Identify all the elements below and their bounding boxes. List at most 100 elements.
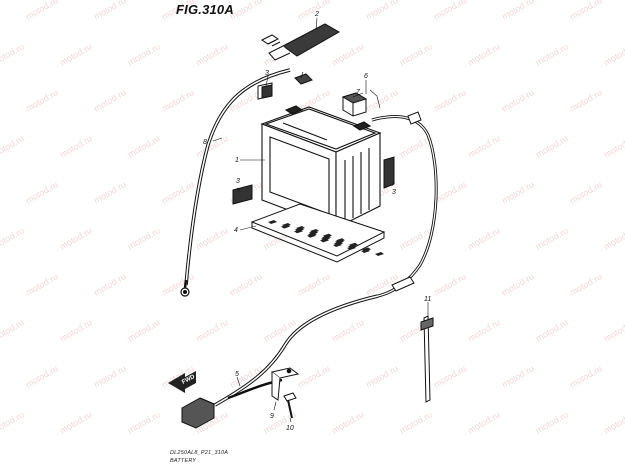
- watermark-text: motod.ru: [398, 409, 434, 435]
- watermark-text: motod.ru: [58, 225, 94, 251]
- callout-3-right: 3: [392, 189, 396, 196]
- callout-7: 7: [356, 89, 361, 96]
- watermark-text: motod.ru: [160, 271, 196, 297]
- watermark-text: motod.ru: [262, 317, 298, 343]
- cushion-left-lower[interactable]: [232, 184, 253, 205]
- watermark-text: motod.ru: [296, 363, 332, 389]
- tray-hole: [336, 238, 345, 243]
- tray-hole: [349, 242, 358, 247]
- callout-9: 9: [270, 413, 274, 420]
- watermark-text: motod.ru: [432, 0, 468, 22]
- callout-10: 10: [286, 425, 294, 432]
- watermark-text: motod.ru: [0, 41, 26, 67]
- watermark-text: motod.ru: [296, 271, 332, 297]
- tray-hole: [323, 233, 332, 238]
- cushion-upper[interactable]: [294, 73, 313, 85]
- watermark-text: motod.ru: [24, 87, 60, 113]
- leader-lines: [212, 17, 429, 423]
- drawing-code: DL250AL8_P21_310A: [170, 450, 229, 456]
- tray-hole: [375, 252, 384, 256]
- watermark-text: motod.ru: [500, 363, 536, 389]
- watermark-text: motod.ru: [24, 271, 60, 297]
- watermark-text: motod.ru: [58, 133, 94, 159]
- positive-lead[interactable]: [180, 68, 291, 297]
- watermark-text: motod.ru: [500, 87, 536, 113]
- figure-title: FIG.310A: [176, 2, 234, 17]
- watermark-text: motod.ru: [330, 41, 366, 67]
- watermark-text: motod.ru: [432, 87, 468, 113]
- watermark-text: motod.ru: [92, 271, 128, 297]
- watermark-text: motod.ru: [466, 225, 502, 251]
- watermark-text: motod.ru: [364, 0, 400, 22]
- watermark-text: motod.ru: [568, 271, 604, 297]
- battery[interactable]: [260, 105, 382, 229]
- watermark-text: motod.ru: [126, 133, 162, 159]
- watermark-text: motod.ru: [228, 271, 264, 297]
- watermark-text: motod.ru: [534, 225, 570, 251]
- watermark-text: motod.ru: [398, 41, 434, 67]
- tray-hole: [282, 223, 291, 227]
- watermark-text: motod.ru: [24, 0, 60, 22]
- watermark-text: motod.ru: [602, 225, 625, 251]
- fwd-arrow: FWD: [168, 371, 197, 393]
- ground-bracket[interactable]: [270, 367, 300, 401]
- cushion-left[interactable]: [257, 82, 273, 100]
- watermark-text: motod.ru: [602, 133, 625, 159]
- watermark-text: motod.ru: [194, 41, 230, 67]
- callout-8: 8: [203, 139, 207, 146]
- watermark-text: motod.ru: [92, 179, 128, 205]
- watermark-text: motod.ru: [330, 317, 366, 343]
- clamp[interactable]: [420, 315, 434, 403]
- watermark-text: motod.ru: [92, 0, 128, 22]
- watermark-text: motod.ru: [466, 133, 502, 159]
- battery-band[interactable]: [261, 23, 341, 61]
- watermark-text: motod.ru: [194, 225, 230, 251]
- watermark-text: motod.ru: [466, 41, 502, 67]
- watermark-text: motod.ru: [500, 0, 536, 22]
- tray-hole: [268, 220, 277, 224]
- watermark-text: motod.ru: [432, 363, 468, 389]
- callouts: 2 3 3 3 1 4 5 6 7 8 9 10 11: [203, 11, 431, 432]
- callout-3-upper: 3: [265, 70, 269, 77]
- watermark-text: motod.ru: [194, 317, 230, 343]
- watermark-text: motod.ru: [568, 363, 604, 389]
- watermark-text: motod.ru: [58, 317, 94, 343]
- callout-2: 2: [314, 11, 319, 18]
- watermark-text: motod.ru: [126, 317, 162, 343]
- tray-hole: [310, 229, 319, 233]
- watermark-text: motod.ru: [0, 317, 26, 343]
- tray-hole: [362, 247, 371, 252]
- watermark-text: motod.ru: [534, 317, 570, 343]
- callout-4: 4: [234, 227, 238, 234]
- callout-11: 11: [424, 296, 431, 303]
- watermark-text: motod.ru: [126, 225, 162, 251]
- fuse-box[interactable]: [341, 92, 368, 117]
- callout-3-left: 3: [236, 178, 240, 185]
- watermark-text: motod.ru: [24, 179, 60, 205]
- watermark-text: motod.ru: [0, 133, 26, 159]
- bolt[interactable]: [283, 392, 297, 419]
- battery-tray[interactable]: [250, 203, 386, 263]
- section-name: BATTERY: [170, 458, 197, 464]
- watermark-text: motod.ru: [92, 363, 128, 389]
- negative-lead[interactable]: [181, 111, 438, 429]
- watermark-text: motod.ru: [500, 179, 536, 205]
- watermark-text: motod.ru: [160, 87, 196, 113]
- watermark-text: motod.ru: [58, 41, 94, 67]
- watermark-text: motod.ru: [58, 409, 94, 435]
- watermark-text: motod.ru: [534, 133, 570, 159]
- watermark-text: motod.ru: [534, 41, 570, 67]
- watermark-text: motod.ru: [0, 409, 26, 435]
- watermark-text: motod.ru: [126, 41, 162, 67]
- watermark-text: motod.ru: [602, 409, 625, 435]
- watermark-text: motod.ru: [500, 271, 536, 297]
- watermark-text: motod.ru: [568, 179, 604, 205]
- watermark-text: motod.ru: [568, 0, 604, 22]
- watermark-text: motod.ru: [534, 409, 570, 435]
- watermark-text: motod.ru: [126, 409, 162, 435]
- watermark-text: motod.ru: [466, 409, 502, 435]
- watermark-text: motod.ru: [330, 409, 366, 435]
- watermark-text: motod.ru: [602, 317, 625, 343]
- callout-1: 1: [235, 157, 239, 164]
